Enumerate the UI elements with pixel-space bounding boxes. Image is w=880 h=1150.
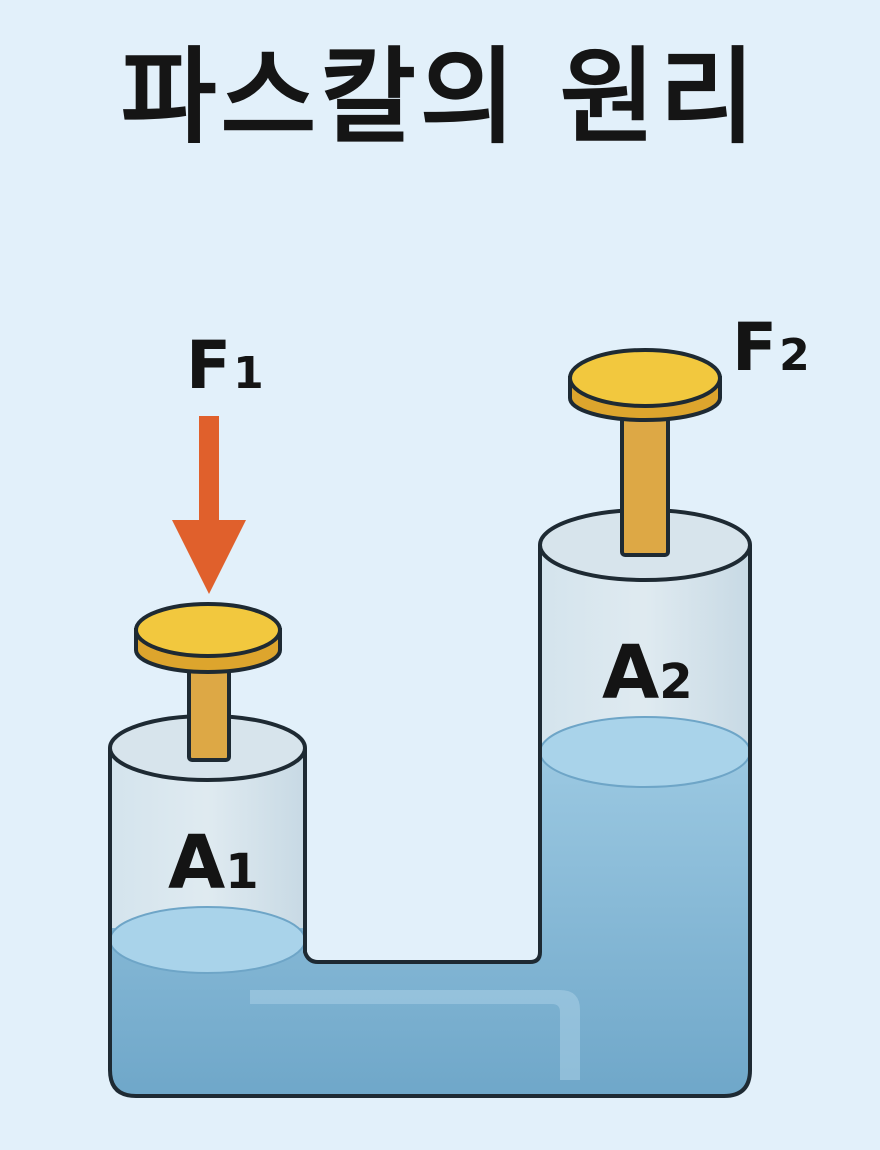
- force-arrow-down: [172, 416, 246, 594]
- label-a1: A1: [168, 820, 259, 906]
- right-water-surface: [539, 716, 751, 788]
- left-water-surface: [109, 906, 306, 974]
- right-piston-rod: [620, 408, 670, 557]
- water-highlight: [250, 990, 580, 1080]
- vessel-outline: [108, 545, 752, 1098]
- water-body: [110, 748, 750, 1096]
- label-a2: A2: [602, 630, 693, 716]
- left-piston-rod: [187, 666, 231, 762]
- right-piston-cap: [568, 348, 722, 408]
- label-f1: F1: [186, 327, 264, 404]
- left-piston-cap: [134, 602, 282, 658]
- label-f2: F2: [732, 309, 810, 386]
- page-title: 파스칼의 원리: [120, 36, 760, 158]
